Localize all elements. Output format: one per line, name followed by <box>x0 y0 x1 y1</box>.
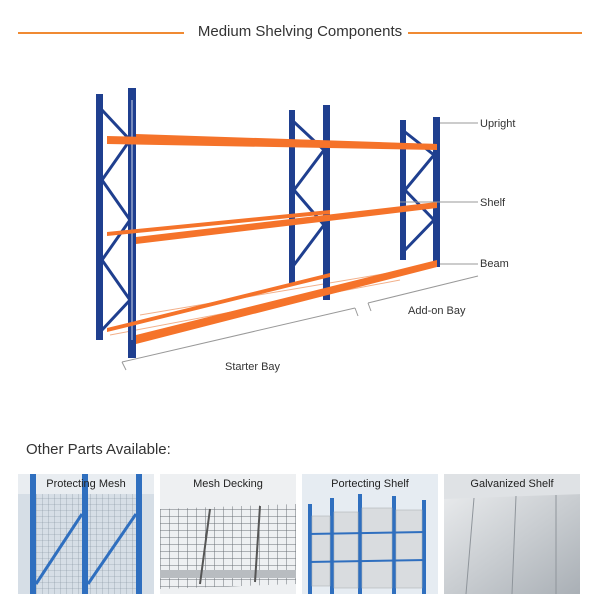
part-galvanized-shelf[interactable]: Galvanized Shelf <box>444 474 580 594</box>
middle-uprights <box>289 105 330 300</box>
starter-bay-uprights <box>96 88 136 358</box>
section-header: Medium Shelving Components <box>18 22 582 42</box>
part-label: Galvanized Shelf <box>470 478 554 490</box>
label-shelf: Shelf <box>480 197 506 209</box>
label-starter-bay: Starter Bay <box>225 361 281 373</box>
end-uprights <box>400 117 440 267</box>
header-title-wrap: Medium Shelving Components <box>18 22 582 42</box>
beams <box>107 134 437 344</box>
header-rule-right <box>408 32 582 34</box>
part-protecting-mesh[interactable]: Protecting Mesh <box>18 474 154 594</box>
shelving-diagram: Upright Shelf Beam Starter Bay Add-on Ba… <box>96 88 515 373</box>
galvanized-shelf-image <box>444 474 580 594</box>
leader-lines <box>121 122 479 371</box>
label-upright: Upright <box>480 118 515 130</box>
other-parts-title: Other Parts Available: <box>26 441 171 458</box>
portecting-shelf-image <box>302 474 438 594</box>
part-label: Mesh Decking <box>193 478 263 490</box>
protecting-mesh-image <box>18 474 154 594</box>
label-addon-bay: Add-on Bay <box>408 305 466 317</box>
other-parts-gallery: Protecting Mesh Mesh Decking <box>18 474 582 594</box>
part-mesh-decking[interactable]: Mesh Decking <box>160 474 296 594</box>
mesh-decking-image <box>160 474 296 594</box>
part-portecting-shelf[interactable]: Portecting Shelf <box>302 474 438 594</box>
label-beam: Beam <box>480 258 509 270</box>
header-rule-left <box>18 32 184 34</box>
part-label: Protecting Mesh <box>46 478 126 490</box>
page-title: Medium Shelving Components <box>193 23 407 40</box>
part-label: Portecting Shelf <box>331 478 409 490</box>
